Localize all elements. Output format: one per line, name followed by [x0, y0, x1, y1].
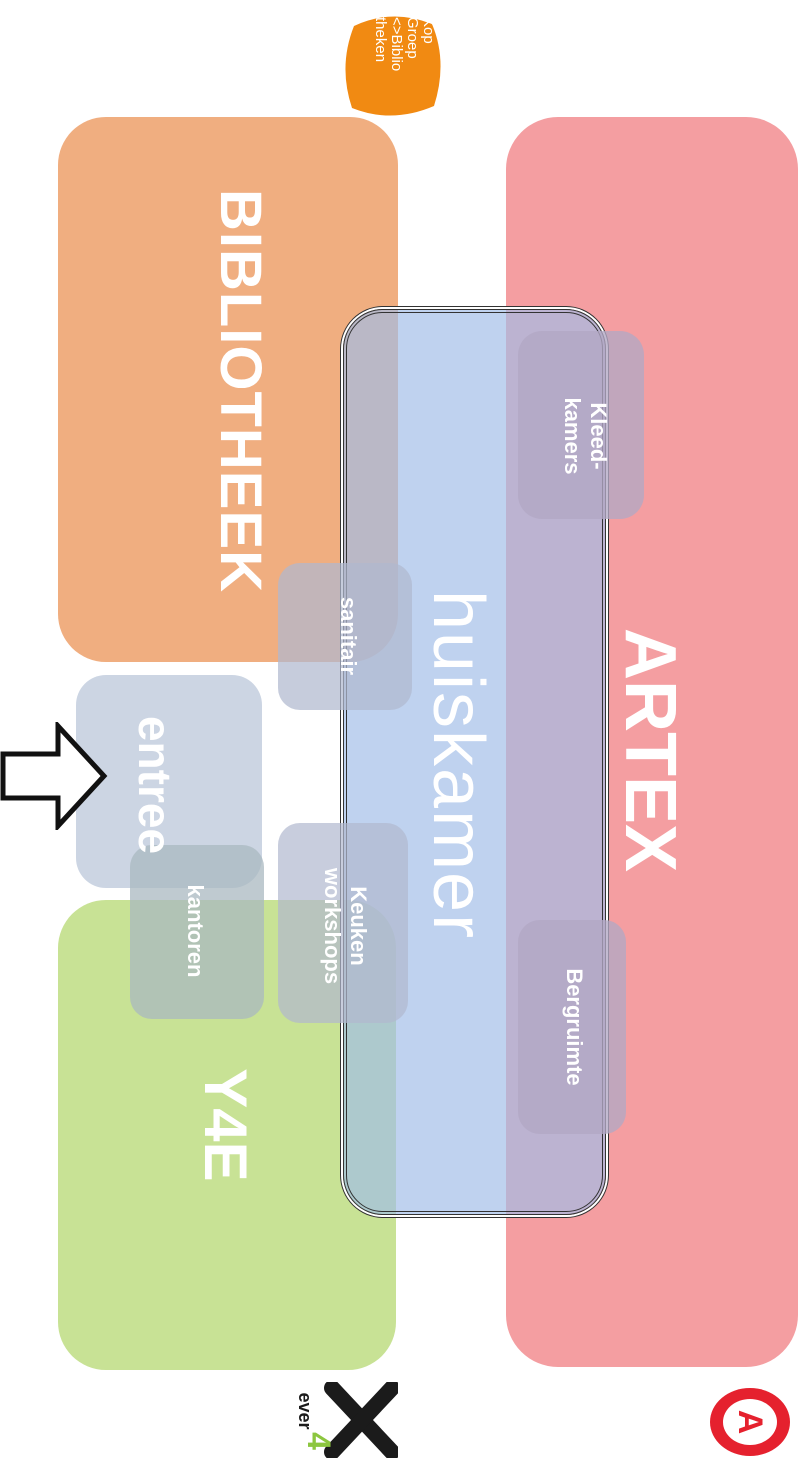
- kop-groep-logo-shape: [345, 16, 441, 116]
- keuken-room: [278, 823, 408, 1023]
- artex-logo: A: [702, 1382, 792, 1458]
- entree-label: entree: [129, 715, 181, 855]
- ever4-logo-mark: [324, 1382, 398, 1458]
- kantoren-room: [130, 845, 264, 1019]
- ever4-logo: ever 4: [288, 1382, 398, 1458]
- artex-logo-circle: [710, 1388, 790, 1456]
- kop-groep-line4: theken: [372, 17, 389, 63]
- kop-groep-line2: Groep: [404, 17, 421, 59]
- ever4-logo-digit: 4: [301, 1432, 337, 1450]
- kop-groep-logo-text: Kop Groep <>Biblio theken: [350, 17, 437, 113]
- bibliotheek-label: BIBLIOTHEEK: [208, 188, 273, 594]
- sanitair-label: sanitair: [336, 596, 361, 676]
- keuken-label: Keuken workshops: [309, 846, 371, 1006]
- huiskamer-label: huiskamer: [418, 589, 498, 941]
- entrance-arrow-icon: [0, 722, 108, 830]
- bergruimte-label: Bergruimte: [562, 968, 587, 1086]
- y4e-label: Y4E: [192, 1068, 259, 1182]
- kleedkamers-label: Kleed- kamers: [549, 356, 611, 516]
- bergruimte-room: [518, 920, 626, 1134]
- artex-logo-letter: A: [731, 1409, 769, 1435]
- kantoren-label: kantoren: [183, 884, 208, 978]
- keuken-line1: Keuken: [346, 886, 371, 966]
- kleedkamers-room: [518, 331, 644, 519]
- kop-groep-line1: Kop: [420, 17, 437, 44]
- artex-label: ARTEX: [610, 627, 690, 873]
- kop-groep-logo: Kop Groep <>Biblio theken: [340, 14, 446, 118]
- kleedkamers-line2: kamers: [560, 397, 585, 475]
- kleedkamers-line1: Kleed-: [586, 402, 611, 470]
- sanitair-room: [278, 563, 412, 710]
- kop-groep-line3: <>Biblio: [388, 17, 405, 72]
- keuken-line2: workshops: [320, 867, 345, 985]
